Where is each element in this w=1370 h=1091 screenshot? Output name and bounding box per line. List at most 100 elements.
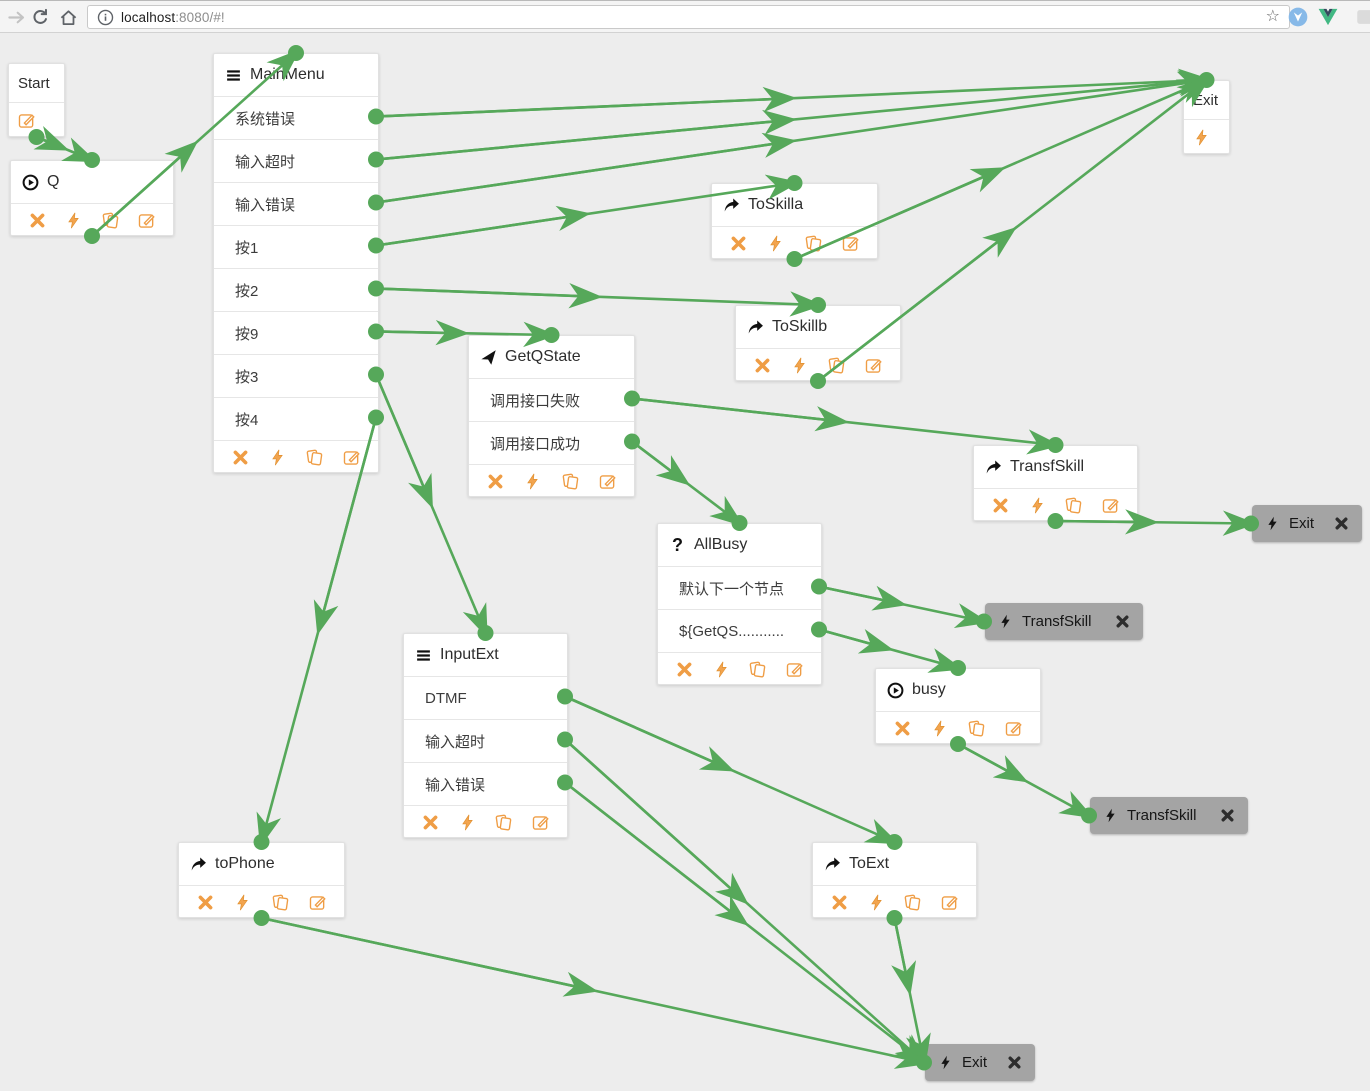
edit-icon[interactable] <box>309 894 326 911</box>
node-item[interactable]: 按9 <box>214 311 378 354</box>
delete-icon[interactable] <box>676 661 693 678</box>
delete-icon[interactable] <box>29 212 46 229</box>
edit-icon[interactable] <box>18 112 35 129</box>
node-item[interactable]: 按1 <box>214 225 378 268</box>
address-bar[interactable]: localhost:8080/#! ☆ <box>87 5 1290 29</box>
copy-icon[interactable] <box>102 212 119 229</box>
info-icon[interactable] <box>97 9 114 26</box>
node-item[interactable]: 按4 <box>214 397 378 440</box>
node-item[interactable]: 调用接口失败 <box>469 378 634 421</box>
node-header[interactable]: TransfSkill <box>974 446 1137 488</box>
node-header[interactable]: InputExt <box>404 634 567 676</box>
node-item[interactable]: 输入超时 <box>214 139 378 182</box>
edit-icon[interactable] <box>941 894 958 911</box>
node-header[interactable]: ToSkilla <box>712 184 877 226</box>
copy-icon[interactable] <box>495 814 512 831</box>
copy-icon[interactable] <box>904 894 921 911</box>
delete-icon[interactable] <box>730 235 747 252</box>
bolt-icon[interactable] <box>459 814 476 831</box>
bolt-icon[interactable] <box>767 235 784 252</box>
edit-icon[interactable] <box>865 357 882 374</box>
copy-icon[interactable] <box>272 894 289 911</box>
bolt-icon[interactable] <box>1193 129 1210 146</box>
bolt-icon[interactable] <box>713 661 730 678</box>
vue-devtools-icon[interactable] <box>1318 7 1338 27</box>
remove-icon[interactable] <box>1007 1055 1022 1070</box>
node-toskillb[interactable]: ToSkillb <box>735 305 901 381</box>
copy-icon[interactable] <box>306 449 323 466</box>
delete-icon[interactable] <box>197 894 214 911</box>
delete-icon[interactable] <box>894 720 911 737</box>
node-transfskill-white[interactable]: TransfSkill <box>973 445 1138 521</box>
node-gray-exit-right[interactable]: Exit <box>1252 505 1362 542</box>
edit-icon[interactable] <box>786 661 803 678</box>
copy-icon[interactable] <box>562 473 579 490</box>
edit-icon[interactable] <box>343 449 360 466</box>
node-toskilla[interactable]: ToSkilla <box>711 183 878 259</box>
node-item[interactable]: DTMF <box>404 676 567 719</box>
node-header[interactable]: busy <box>876 669 1040 711</box>
edit-icon[interactable] <box>1102 497 1119 514</box>
edit-icon[interactable] <box>532 814 549 831</box>
bolt-icon[interactable] <box>1029 497 1046 514</box>
node-header[interactable]: toPhone <box>179 843 344 885</box>
node-header[interactable]: GetQState <box>469 336 634 378</box>
copy-icon[interactable] <box>968 720 985 737</box>
remove-icon[interactable] <box>1115 614 1130 629</box>
copy-icon[interactable] <box>805 235 822 252</box>
delete-icon[interactable] <box>992 497 1009 514</box>
home-icon[interactable] <box>58 7 78 27</box>
remove-icon[interactable] <box>1334 516 1349 531</box>
node-item[interactable]: 按2 <box>214 268 378 311</box>
delete-icon[interactable] <box>754 357 771 374</box>
edit-icon[interactable] <box>842 235 859 252</box>
node-q[interactable]: Q <box>10 160 174 236</box>
bolt-icon[interactable] <box>868 894 885 911</box>
node-header[interactable]: ToSkillb <box>736 306 900 348</box>
delete-icon[interactable] <box>422 814 439 831</box>
bolt-icon[interactable] <box>234 894 251 911</box>
node-item[interactable]: 系统错误 <box>214 96 378 139</box>
bolt-icon[interactable] <box>524 473 541 490</box>
edit-icon[interactable] <box>599 473 616 490</box>
node-tophone[interactable]: toPhone <box>178 842 345 918</box>
bolt-icon[interactable] <box>931 720 948 737</box>
node-item[interactable]: 按3 <box>214 354 378 397</box>
bolt-icon[interactable] <box>791 357 808 374</box>
reload-icon[interactable] <box>30 7 50 27</box>
node-header[interactable]: Start <box>9 64 64 102</box>
edit-icon[interactable] <box>138 212 155 229</box>
forward-icon[interactable] <box>6 7 26 27</box>
node-item[interactable]: 默认下一个节点 <box>658 566 821 609</box>
node-item[interactable]: ${GetQS........... <box>658 609 821 652</box>
delete-icon[interactable] <box>487 473 504 490</box>
delete-icon[interactable] <box>831 894 848 911</box>
bolt-icon[interactable] <box>65 212 82 229</box>
node-header[interactable]: Q <box>11 161 173 203</box>
node-header[interactable]: Exit <box>1184 81 1229 119</box>
node-header[interactable]: MainMenu <box>214 54 378 96</box>
bolt-icon[interactable] <box>269 449 286 466</box>
node-gray-exit-bottom[interactable]: Exit <box>925 1044 1035 1081</box>
delete-icon[interactable] <box>232 449 249 466</box>
copy-icon[interactable] <box>1065 497 1082 514</box>
bookmark-star-icon[interactable]: ☆ <box>1265 8 1280 25</box>
node-header[interactable]: ?AllBusy <box>658 524 821 566</box>
node-gray-transfskill-1[interactable]: TransfSkill <box>985 603 1143 640</box>
node-item[interactable]: 输入错误 <box>214 182 378 225</box>
copy-icon[interactable] <box>828 357 845 374</box>
node-gray-transfskill-2[interactable]: TransfSkill <box>1090 797 1248 834</box>
browser-menu-icon[interactable] <box>1356 7 1370 27</box>
node-toext[interactable]: ToExt <box>812 842 977 918</box>
node-item[interactable]: 输入错误 <box>404 762 567 805</box>
node-item[interactable]: 输入超时 <box>404 719 567 762</box>
node-start[interactable]: Start <box>8 63 65 137</box>
extension-icon[interactable] <box>1288 7 1308 27</box>
edit-icon[interactable] <box>1005 720 1022 737</box>
node-item[interactable]: 调用接口成功 <box>469 421 634 464</box>
node-exit-top[interactable]: Exit <box>1183 80 1230 154</box>
